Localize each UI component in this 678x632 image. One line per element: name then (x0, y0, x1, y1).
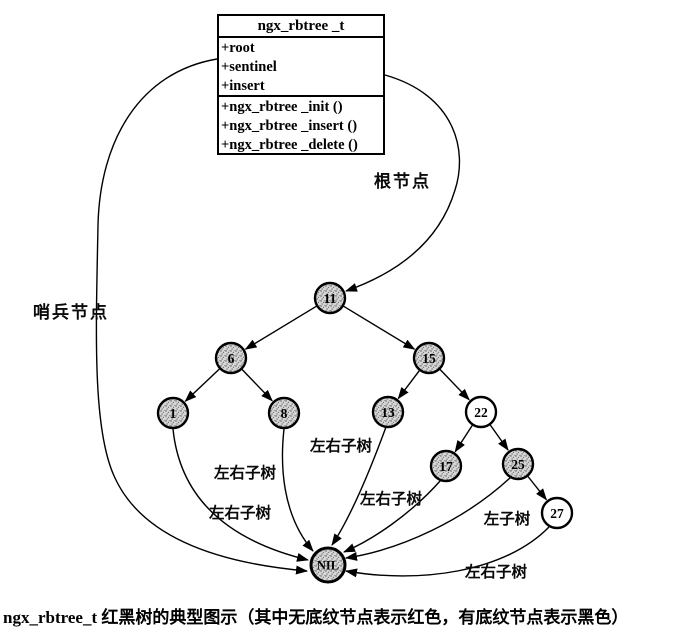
subtree-label-13: 左右子树 (309, 438, 373, 455)
subtree-label-25: 左子树 (483, 511, 531, 528)
edge-11-15 (343, 305, 416, 350)
nil-link-8 (281, 428, 314, 552)
tree-node-label-27: 27 (550, 506, 564, 521)
edge-25-27 (527, 476, 548, 501)
field-insert: +insert (221, 78, 265, 94)
tree-node-label-11: 11 (324, 291, 337, 306)
tree-node-11 (313, 281, 347, 315)
tree-node-25 (501, 447, 535, 481)
tree-node-label-6: 6 (228, 351, 235, 366)
tree-node-6 (214, 341, 248, 375)
class-box-methods: +ngx_rbtree _init () +ngx_rbtree _insert… (219, 97, 383, 155)
sentinel-pointer-label: 哨兵节点 (33, 303, 109, 322)
tree-node-22 (464, 395, 498, 429)
root-pointer-label: 根节点 (374, 172, 431, 191)
root-pointer-curve (345, 74, 461, 292)
subtree-label-17: 左右子树 (359, 491, 423, 508)
tree-node-15 (412, 341, 446, 375)
tree-node-label-15: 15 (422, 351, 436, 366)
class-box-title: ngx_rbtree _t (219, 16, 383, 38)
tree-node-label-22: 22 (474, 405, 488, 420)
tree-node-13 (371, 395, 405, 429)
tree-node-label-1: 1 (170, 406, 177, 421)
edge-22-17 (454, 425, 473, 453)
edge-15-22 (439, 369, 470, 401)
class-box-fields: +root +sentinel +insert (219, 38, 383, 97)
tree-node-1 (156, 396, 190, 430)
field-sentinel: +sentinel (221, 59, 277, 75)
tree-node-label-17: 17 (439, 459, 453, 474)
edge-11-6 (244, 305, 317, 350)
method-delete: +ngx_rbtree _delete () (221, 137, 358, 153)
figure-caption: ngx_rbtree_t 红黑树的典型图示（其中无底纹节点表示红色，有底纹节点表… (3, 608, 629, 627)
nil-link-25 (345, 476, 512, 561)
field-root: +root (221, 40, 255, 56)
edge-15-13 (397, 370, 420, 400)
edge-6-1 (184, 368, 220, 402)
method-insert: +ngx_rbtree _insert () (221, 118, 358, 134)
tree-node-label-8: 8 (281, 406, 288, 421)
tree-node-label-13: 13 (381, 405, 395, 420)
nil-link-13 (331, 426, 387, 546)
tree-node-NIL (309, 546, 347, 584)
nil-link-1 (172, 428, 309, 562)
sentinel-pointer-curve (95, 58, 308, 575)
edge-6-8 (241, 369, 273, 402)
subtree-label-8: 左右子树 (213, 465, 277, 482)
tree-node-label-25: 25 (511, 457, 525, 472)
nil-link-17 (343, 479, 442, 553)
method-init: +ngx_rbtree _init () (221, 99, 343, 115)
nil-link-curves (172, 426, 550, 578)
subtree-label-27: 左右子树 (464, 564, 528, 581)
tree-edges (184, 305, 548, 501)
tree-node-8 (267, 396, 301, 430)
tree-node-label-NIL: NIL (317, 559, 339, 573)
tree-node-17 (429, 449, 463, 483)
nil-link-27 (345, 526, 550, 578)
edge-22-25 (489, 424, 509, 451)
subtree-label-1: 左右子树 (208, 505, 272, 522)
tree-node-27 (540, 496, 574, 530)
class-box: ngx_rbtree _t +root +sentinel +insert +n… (217, 14, 385, 155)
